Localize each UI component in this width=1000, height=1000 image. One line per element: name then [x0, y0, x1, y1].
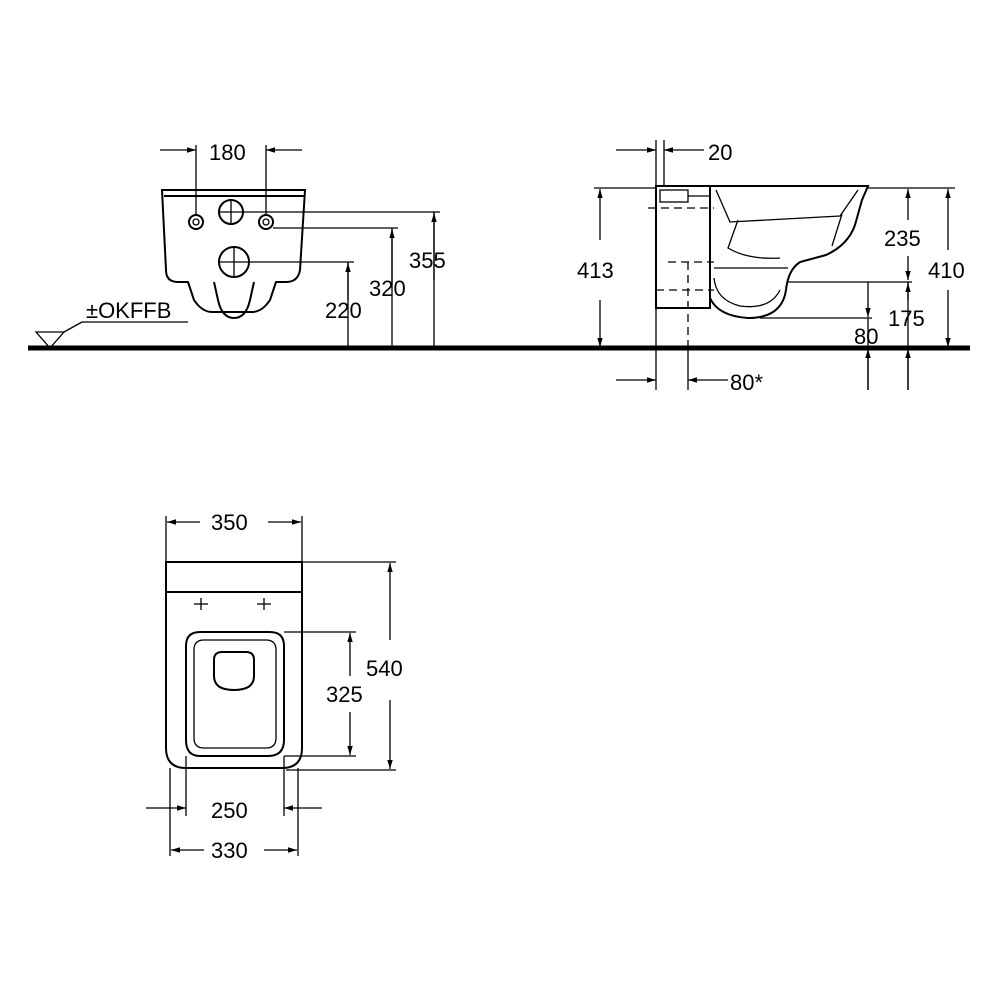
dim-175: [788, 281, 912, 390]
dim-325: [284, 631, 356, 757]
dim-250: [146, 756, 322, 816]
dim-355: [244, 211, 440, 348]
front-view: [160, 189, 307, 320]
dim-355-label: 355: [409, 248, 446, 273]
dim-540: [286, 561, 396, 771]
dim-350-label: 350: [211, 510, 248, 535]
dim-180: [160, 145, 302, 214]
dim-80-star: [616, 308, 728, 390]
dim-180-label: 180: [209, 140, 246, 165]
side-view: [648, 185, 870, 348]
dim-20: [616, 140, 704, 186]
dim-235-label: 235: [884, 226, 921, 251]
dim-320: [273, 227, 398, 348]
dim-80-star-label: 80*: [730, 370, 763, 395]
dim-20-label: 20: [708, 140, 732, 165]
dim-540-label: 540: [366, 656, 403, 681]
dim-413-label: 413: [577, 258, 614, 283]
dim-80: [760, 282, 872, 390]
dim-175-label: 175: [888, 306, 925, 331]
floor-level-label: ±OKFFB: [86, 298, 171, 323]
dim-80-label: 80: [854, 324, 878, 349]
dim-250-label: 250: [211, 798, 248, 823]
dim-330: [169, 768, 299, 856]
dim-320-label: 320: [369, 276, 406, 301]
dim-220-label: 220: [325, 298, 362, 323]
top-view: [165, 561, 303, 769]
dim-410-label: 410: [928, 258, 965, 283]
dim-413: [594, 187, 656, 347]
floor-level-symbol: [34, 321, 188, 349]
dim-410: [868, 187, 955, 347]
dim-220: [250, 261, 354, 348]
dim-350: [165, 516, 303, 562]
dim-325-label: 325: [326, 682, 363, 707]
dim-330-label: 330: [211, 838, 248, 863]
